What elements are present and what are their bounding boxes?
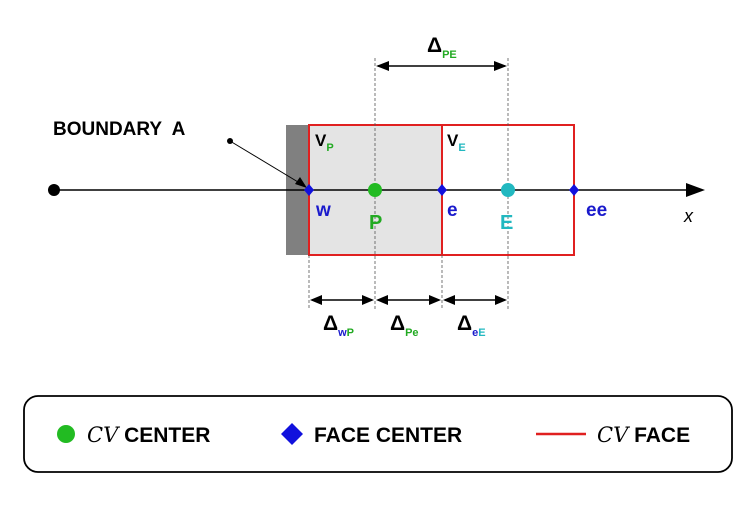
node-label-E: E [500, 212, 513, 234]
legend-cv-center-marker [57, 425, 75, 443]
node-label-w: w [315, 200, 331, 221]
boundary-label: BOUNDARY A [53, 119, 186, 140]
face-center-e [437, 184, 447, 196]
delta-wp-label: ΔwP [323, 312, 354, 339]
node-label-ee: ee [586, 200, 607, 221]
boundary-leader-arrowhead [295, 177, 307, 188]
axis-label-x: x [683, 206, 694, 226]
boundary-leader-line [229, 140, 304, 186]
delta-wp-arrow-left [310, 295, 322, 305]
legend-box [23, 395, 733, 473]
volume-e-label: VE [447, 131, 466, 154]
volume-p-sub: P [326, 142, 333, 154]
axis-start-node [48, 184, 60, 196]
volume-p-label: VP [315, 131, 334, 154]
delta-ee-label: ΔeE [457, 312, 486, 339]
delta-ee-arrow-left [443, 295, 455, 305]
face-center-ee [569, 184, 579, 196]
dashed-guides [308, 58, 509, 310]
cv-center-e [501, 183, 515, 197]
legend-cv-face-label: CV FACE [597, 423, 690, 447]
node-label-P: P [369, 212, 382, 234]
x-axis-arrowhead [686, 183, 705, 197]
delta-pe-arrow-left [376, 61, 389, 71]
face-center-w [304, 184, 314, 196]
delta-ee-arrow-right [495, 295, 507, 305]
delta-wp-arrow-right [362, 295, 374, 305]
delta-pe-label: ΔPE [427, 34, 457, 61]
cv-center-p [368, 183, 382, 197]
delta-pe-small-arrow-right [429, 295, 441, 305]
boundary-leader-dot [227, 138, 233, 144]
delta-pe-small-arrow-left [376, 295, 388, 305]
node-label-e: e [447, 200, 458, 221]
legend-cv-center-label: CV CENTER [87, 423, 210, 447]
delta-pe-small-label: ΔPe [390, 312, 419, 339]
legend-face-center-marker [281, 423, 303, 445]
legend-face-center-label: FACE CENTER [314, 424, 462, 447]
volume-e-sub: E [458, 142, 465, 154]
delta-pe-arrow-right [494, 61, 507, 71]
